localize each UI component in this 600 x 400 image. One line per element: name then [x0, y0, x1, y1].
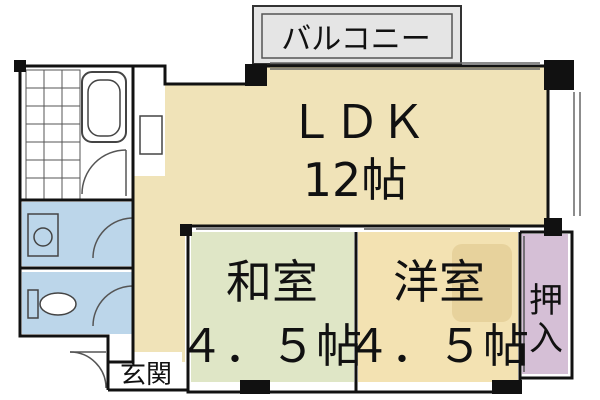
oshiire-room: [522, 234, 568, 374]
youshitsu-size: ４．５帖: [345, 319, 529, 373]
sink-door-arc: [92, 217, 134, 259]
bathroom-tiles: [25, 69, 81, 201]
kitchen-sink: [139, 115, 163, 155]
balcony-inner: [261, 13, 453, 59]
youshitsu-room: [358, 232, 518, 382]
toilet-door-arc: [92, 285, 134, 327]
bathtub-inner: [87, 79, 121, 137]
oshiire-label-2: 入: [529, 319, 563, 359]
hall-corridor: [133, 232, 185, 362]
ldk-name: ＬＤＫ: [288, 95, 426, 149]
washbasin: [27, 213, 59, 257]
walls: [18, 64, 574, 394]
ldk-room: [133, 66, 548, 232]
bath-door-arc: [81, 149, 127, 195]
bathtub: [81, 71, 127, 143]
genkan-label: 玄関: [120, 360, 172, 390]
balcony-label: バルコニー: [281, 22, 430, 57]
oshiire-label-1: 押: [529, 281, 563, 321]
windows: [270, 62, 581, 216]
genkan-area: [108, 352, 182, 390]
wall-columns: [14, 60, 574, 394]
washitsu-name: 和室: [226, 255, 318, 309]
washitsu-room: [191, 232, 354, 382]
entry-door-arc: [69, 351, 107, 389]
watermark-logo: [452, 244, 512, 322]
kitchen-area: [133, 66, 165, 176]
youshitsu-name: 洋室: [393, 255, 485, 309]
ldk-size: 12帖: [303, 153, 408, 207]
washitsu-size: ４．５帖: [178, 319, 362, 373]
balcony-area: [252, 5, 462, 65]
sliding-doors: [196, 228, 525, 372]
toilet: [27, 289, 77, 319]
